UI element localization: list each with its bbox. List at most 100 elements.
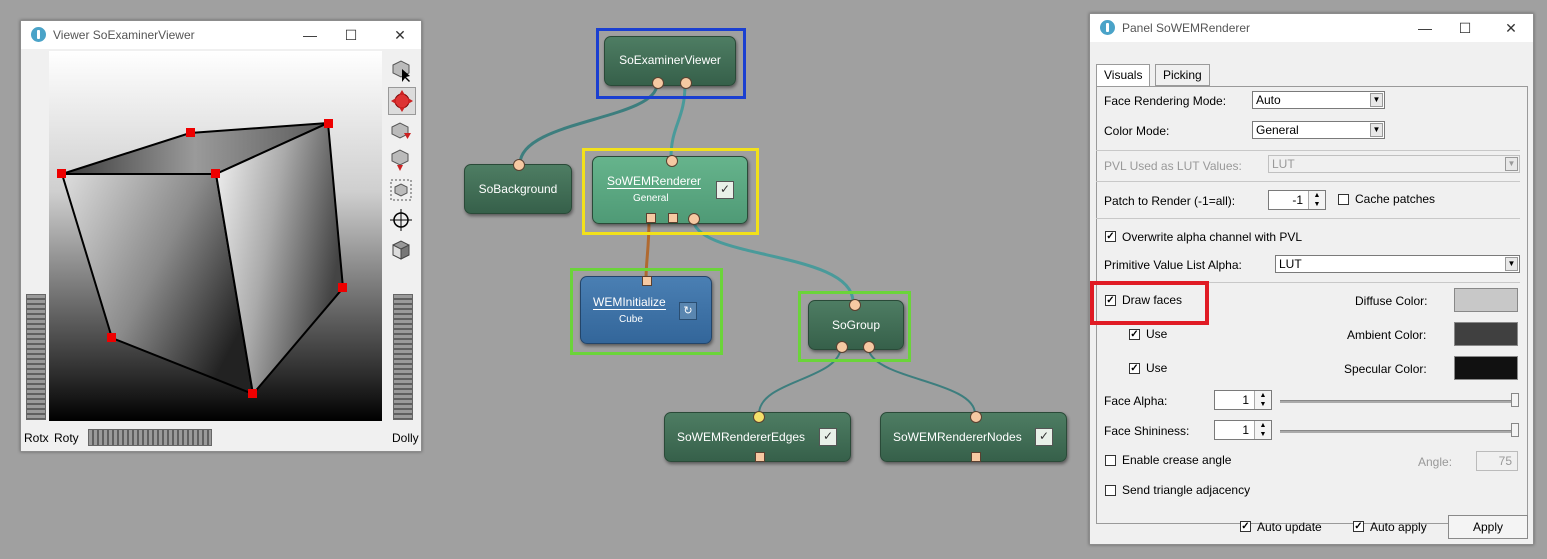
chevron-down-icon: ▼ [1505, 157, 1518, 171]
panel-window: Panel SoWEMRenderer — ☐ ✕ Visuals Pickin… [1089, 13, 1534, 545]
draw-faces-checkbox[interactable]: ✓ [1105, 295, 1116, 306]
highlight-draw-faces [1090, 281, 1209, 325]
cache-patches-checkbox[interactable] [1338, 194, 1349, 205]
triangle-adjacency-label: Send triangle adjacency [1122, 483, 1251, 497]
output-port[interactable] [753, 411, 765, 423]
input-port[interactable] [652, 77, 664, 89]
app-icon [1100, 20, 1115, 35]
rotx-wheel[interactable] [26, 294, 46, 420]
ambient-color-swatch[interactable] [1454, 322, 1518, 346]
seek-home-icon[interactable] [388, 118, 414, 144]
use-specular-checkbox[interactable]: ✓ [1129, 363, 1140, 374]
patch-spinbox[interactable]: -1 ▲▼ [1268, 190, 1326, 210]
slider-handle[interactable] [1511, 423, 1519, 437]
roty-wheel[interactable] [88, 429, 212, 446]
tab-picking[interactable]: Picking [1155, 64, 1210, 86]
close-button[interactable]: ✕ [1505, 20, 1517, 36]
use-ambient-checkbox[interactable]: ✓ [1129, 329, 1140, 340]
panel-title: Panel SoWEMRenderer [1122, 21, 1251, 35]
maximize-button[interactable]: ☐ [344, 27, 358, 43]
node-label: WEMInitialize [593, 295, 666, 310]
input-port[interactable] [668, 213, 678, 223]
pvl-alpha-select[interactable]: LUT▼ [1275, 255, 1520, 273]
connection [691, 217, 855, 303]
tab-visuals[interactable]: Visuals [1096, 64, 1151, 87]
chevron-down-icon: ▼ [1370, 93, 1383, 107]
output-port[interactable] [642, 276, 652, 286]
node-enable-checkbox[interactable]: ✓ [716, 181, 734, 199]
auto-apply-checkbox[interactable]: ✓ [1353, 521, 1364, 532]
rotx-label: Rotx [24, 431, 49, 445]
select-value: LUT [1272, 157, 1295, 171]
vertex-marker [338, 283, 347, 292]
refresh-icon[interactable]: ↻ [679, 302, 697, 320]
seek-target-icon[interactable] [388, 207, 414, 233]
face-rendering-mode-select[interactable]: Auto▼ [1252, 91, 1385, 109]
pick-arrow-icon[interactable] [388, 58, 414, 84]
highlight-renderer [582, 148, 759, 235]
auto-update-checkbox[interactable]: ✓ [1240, 521, 1251, 532]
face-alpha-slider[interactable] [1280, 400, 1518, 403]
node-sowemrenderer[interactable]: SoWEMRenderer General ✓ [592, 155, 748, 225]
face-shininess-spinbox[interactable]: 1▲▼ [1214, 420, 1272, 440]
output-port[interactable] [666, 155, 678, 167]
slider-handle[interactable] [1511, 393, 1519, 407]
input-port[interactable] [688, 213, 700, 225]
angle-input[interactable]: 75 [1476, 451, 1518, 471]
maximize-button[interactable]: ☐ [1458, 20, 1472, 36]
input-port[interactable] [680, 77, 692, 89]
connection [644, 217, 651, 281]
node-soexaminerviewer[interactable]: SoExaminerViewer [604, 36, 736, 89]
output-port[interactable] [849, 299, 861, 311]
input-port[interactable] [755, 452, 765, 462]
input-port[interactable] [971, 452, 981, 462]
node-label: SoWEMRendererEdges [677, 430, 806, 444]
panel-titlebar[interactable]: Panel SoWEMRenderer — ☐ ✕ [1090, 14, 1533, 42]
node-sowemrendereredges[interactable]: SoWEMRendererEdges ✓ [664, 411, 851, 462]
minimize-button[interactable]: — [1418, 20, 1432, 36]
minimize-button[interactable]: — [303, 27, 317, 43]
spin-value: -1 [1292, 193, 1303, 207]
select-value: General [1256, 123, 1299, 137]
input-port[interactable] [836, 341, 848, 353]
color-mode-select[interactable]: General ▼ [1252, 121, 1385, 139]
input-port[interactable] [863, 341, 875, 353]
draw-faces-label: Draw faces [1122, 293, 1183, 307]
dolly-wheel[interactable] [393, 294, 413, 420]
node-sowemrenderernodes[interactable]: SoWEMRendererNodes ✓ [880, 411, 1067, 462]
view-all-icon[interactable] [388, 177, 414, 203]
node-sogroup[interactable]: SoGroup [808, 299, 904, 353]
perspective-cube-icon[interactable] [388, 237, 414, 263]
close-button[interactable]: ✕ [394, 27, 406, 43]
apply-button[interactable]: Apply [1448, 515, 1528, 539]
app-icon [31, 27, 46, 42]
pvl-lut-label: PVL Used as LUT Values: [1104, 159, 1242, 173]
spin-arrows-icon[interactable]: ▲▼ [1254, 391, 1271, 409]
output-port[interactable] [513, 159, 525, 171]
rotate-icon[interactable] [388, 87, 416, 115]
dolly-label: Dolly [392, 431, 419, 445]
specular-color-swatch[interactable] [1454, 356, 1518, 380]
crease-angle-checkbox[interactable] [1105, 455, 1116, 466]
3d-viewport[interactable] [49, 51, 382, 421]
node-sobackground[interactable]: SoBackground [464, 159, 572, 214]
overwrite-alpha-checkbox[interactable]: ✓ [1105, 231, 1116, 242]
node-enable-checkbox[interactable]: ✓ [819, 428, 837, 446]
diffuse-color-swatch[interactable] [1454, 288, 1518, 312]
face-alpha-spinbox[interactable]: 1▲▼ [1214, 390, 1272, 410]
node-label: SoWEMRendererNodes [893, 430, 1022, 444]
vertex-marker [107, 333, 116, 342]
spin-arrows-icon[interactable]: ▲▼ [1254, 421, 1271, 439]
node-enable-checkbox[interactable]: ✓ [1035, 428, 1053, 446]
chevron-down-icon: ▼ [1370, 123, 1383, 137]
triangle-adjacency-checkbox[interactable] [1105, 485, 1116, 496]
face-shininess-slider[interactable] [1280, 430, 1518, 433]
pvl-lut-select[interactable]: LUT ▼ [1268, 155, 1520, 173]
spin-arrows-icon[interactable]: ▲▼ [1308, 191, 1325, 209]
set-home-icon[interactable] [388, 147, 414, 173]
separator [1096, 282, 1520, 283]
viewer-titlebar[interactable]: Viewer SoExaminerViewer — ☐ ✕ [21, 21, 421, 49]
node-weminitialize[interactable]: WEMInitialize Cube ↻ [580, 276, 712, 344]
input-port[interactable] [646, 213, 656, 223]
output-port[interactable] [970, 411, 982, 423]
